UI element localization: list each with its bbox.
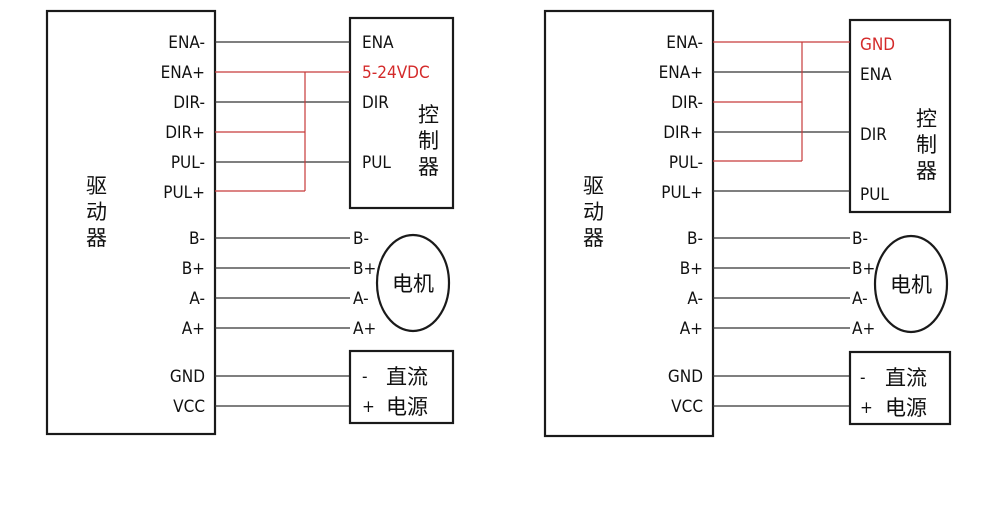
right-diagram: 驱 动 器 ENA- ENA+ DIR- DIR+ PUL- PUL+ B- B… [543, 9, 952, 438]
right-supply-text-1: 直流 [885, 366, 927, 390]
right-motor-label: 电机 [890, 273, 932, 297]
right-driver-pin: PUL- [669, 153, 703, 173]
left-driver-pin: PUL+ [163, 183, 205, 203]
left-supply-minus: - [362, 367, 368, 387]
left-motor-pin: A+ [182, 319, 205, 339]
right-motor-circle [873, 234, 949, 334]
right-motor-pin: A+ [680, 319, 703, 339]
left-controller-pin: PUL [362, 153, 391, 173]
left-controller-pin-power: 5-24VDC [362, 63, 430, 83]
left-driver-label-3: 器 [86, 226, 107, 250]
right-supply-plus: + [860, 398, 873, 418]
left-driver-box [45, 9, 217, 436]
left-driver-pin: DIR- [173, 93, 205, 113]
right-motor-pin: B+ [680, 259, 703, 279]
left-supply-text-2: 电源 [386, 395, 428, 419]
left-controller-label-3: 器 [418, 155, 439, 179]
right-driver-box [543, 9, 715, 438]
left-controller-label-2: 制 [418, 129, 439, 153]
left-driver-pin: ENA+ [161, 63, 205, 83]
left-driver-label-1: 驱 [86, 174, 107, 198]
left-motor-side-pin: B- [353, 229, 369, 249]
left-controller-pin: ENA [362, 33, 394, 53]
right-driver-pin: ENA- [666, 33, 703, 53]
right-power-pin: GND [668, 367, 703, 387]
left-motor-pin: B- [189, 229, 205, 249]
right-controller-pin: DIR [860, 125, 887, 145]
right-driver-label-2: 动 [583, 200, 604, 224]
right-driver-label-3: 器 [583, 226, 604, 250]
left-power-pin: VCC [173, 397, 205, 417]
right-supply-box [848, 350, 952, 426]
right-driver-pin: DIR- [671, 93, 703, 113]
right-controller-box [848, 18, 952, 214]
right-controller-pin-gnd: GND [860, 35, 895, 55]
right-driver-pin: DIR+ [663, 123, 703, 143]
right-motor-pin: B- [687, 229, 703, 249]
left-supply-box [348, 349, 455, 425]
left-motor-side-pin: A- [353, 289, 369, 309]
left-controller-pin: DIR [362, 93, 389, 113]
left-motor-side-pin: B+ [353, 259, 376, 279]
left-power-pin: GND [170, 367, 205, 387]
left-motor-circle [375, 233, 451, 333]
right-power-pin: VCC [671, 397, 703, 417]
left-supply-text-1: 直流 [386, 365, 428, 389]
left-motor-pin: B+ [182, 259, 205, 279]
right-driver-pin: PUL+ [661, 183, 703, 203]
left-motor-side-pin: A+ [353, 319, 376, 339]
right-motor-side-pin: A+ [852, 319, 875, 339]
right-controller-pin: PUL [860, 185, 889, 205]
right-controller-label-3: 器 [916, 159, 937, 183]
left-controller-box [348, 16, 455, 210]
right-supply-minus: - [860, 368, 866, 388]
right-motor-side-pin: B- [852, 229, 868, 249]
right-supply-text-2: 电源 [885, 396, 927, 420]
left-driver-pin: PUL- [171, 153, 205, 173]
right-motor-pin: A- [687, 289, 703, 309]
right-driver-pin: ENA+ [659, 63, 703, 83]
left-motor-label: 电机 [392, 272, 434, 296]
right-motor-side-pin: A- [852, 289, 868, 309]
right-controller-pin: ENA [860, 65, 892, 85]
right-motor-side-pin: B+ [852, 259, 875, 279]
left-driver-pin: DIR+ [165, 123, 205, 143]
right-driver-label-1: 驱 [583, 174, 604, 198]
left-supply-plus: + [362, 397, 375, 417]
left-motor-pin: A- [189, 289, 205, 309]
right-controller-label-2: 制 [916, 133, 937, 157]
left-driver-pin: ENA- [168, 33, 205, 53]
right-controller-label-1: 控 [916, 107, 937, 131]
left-controller-label-1: 控 [418, 103, 439, 127]
left-diagram: 驱 动 器 ENA- ENA+ DIR- DIR+ PUL- PUL+ B- B… [45, 9, 455, 436]
left-driver-label-2: 动 [86, 200, 107, 224]
